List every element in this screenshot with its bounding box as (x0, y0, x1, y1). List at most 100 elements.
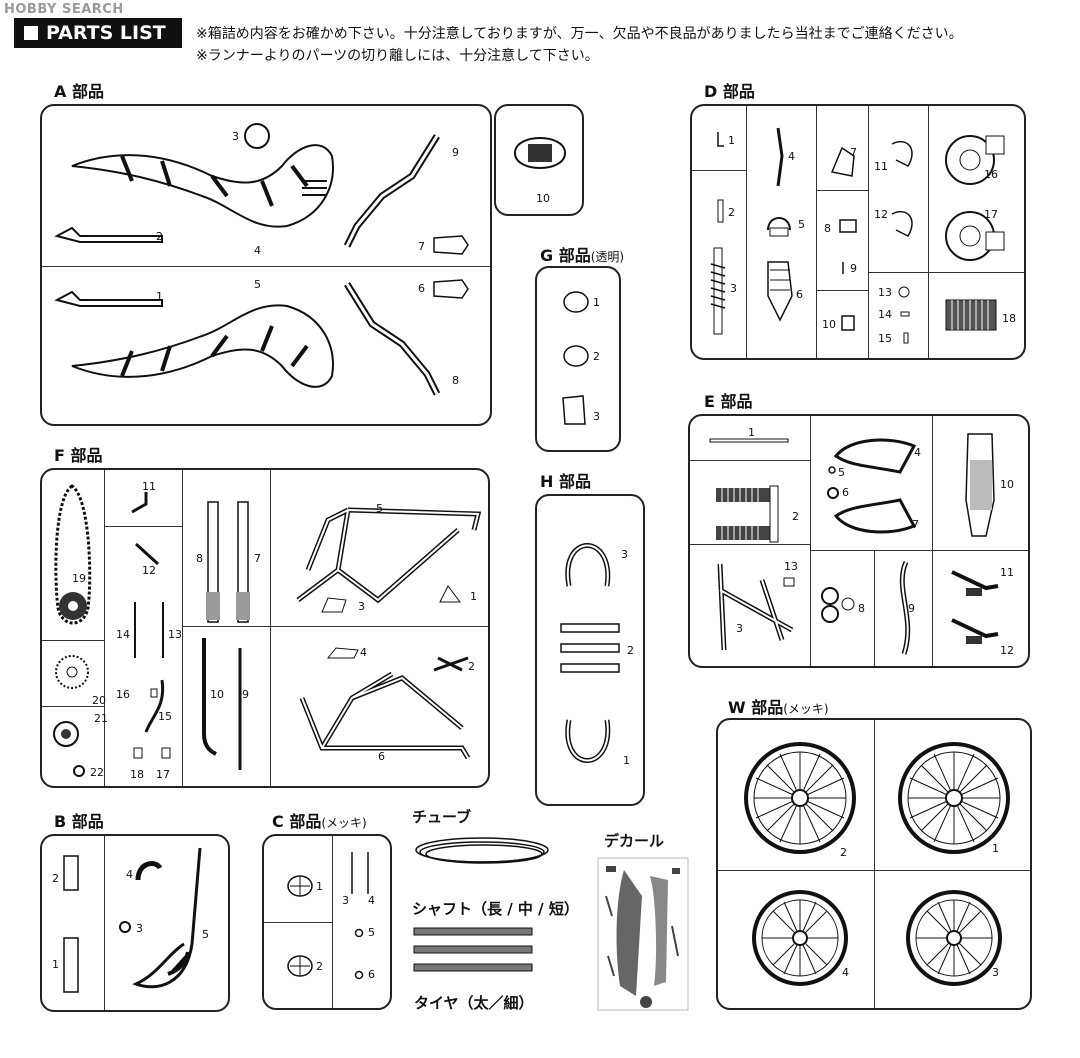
part-c1-drawing (287, 875, 313, 897)
part-d7-drawing (830, 146, 855, 177)
tube-label: チューブ (412, 808, 472, 826)
part-e3-drawing (717, 563, 794, 651)
section-c-sub: (メッキ) (321, 816, 367, 830)
part-e2-drawing (716, 485, 779, 543)
part-a9-drawing (343, 134, 440, 248)
part-e-7-num: 7 (912, 518, 919, 531)
runner-e: 1 2 3 4 5 6 7 8 9 10 11 12 13 (688, 414, 1030, 668)
part-d-8-num: 8 (824, 222, 831, 235)
section-d-label: D 部品 (704, 82, 755, 101)
part-h1-drawing (565, 719, 611, 763)
part-f13-drawing (162, 602, 164, 658)
part-e9-drawing (899, 560, 911, 655)
part-d-15-num: 15 (878, 332, 892, 345)
part-f-7-num: 7 (254, 552, 261, 565)
part-e-3-num: 3 (736, 622, 743, 635)
notice-line-1: ※箱詰め内容をお確かめ下さい。十分注意しておりますが、万一、欠品や不良品がありま… (196, 26, 963, 42)
part-f1-drawing (439, 585, 461, 603)
part-f5-frame-drawing (296, 507, 482, 604)
part-c5-drawing (354, 928, 364, 938)
part-h3-drawing (565, 543, 611, 587)
part-c6-drawing (354, 970, 364, 980)
part-d12-drawing (891, 211, 913, 237)
part-d-7-num: 7 (850, 146, 857, 159)
part-a-7-num: 7 (418, 240, 425, 253)
part-f-13-num: 13 (168, 628, 182, 641)
wheel-w-1-num: 1 (992, 842, 999, 855)
part-c-1-num: 1 (316, 880, 323, 893)
part-b2-drawing (63, 855, 79, 891)
part-f18-drawing (133, 747, 143, 759)
decal-label: デカール (604, 832, 665, 850)
runner-w: 2 1 4 3 (716, 718, 1032, 1010)
decal-sheet-drawing (597, 857, 689, 1011)
watermark: HOBBY SEARCH (4, 2, 124, 17)
square-icon (24, 26, 38, 40)
part-d13-drawing (898, 286, 910, 298)
part-f14-drawing (134, 602, 136, 658)
part-e1-drawing (709, 438, 789, 443)
part-d-4-num: 4 (788, 150, 795, 163)
runner-d: 1 2 3 4 5 6 7 8 9 10 11 12 13 14 15 16 1… (690, 104, 1026, 360)
section-g-text: G 部品 (540, 246, 591, 265)
part-f15-drawing (144, 679, 165, 733)
part-d-12-num: 12 (874, 208, 888, 221)
part-a10-drawing (513, 137, 567, 169)
part-f-16-num: 16 (116, 688, 130, 701)
section-w-sub: (メッキ) (783, 702, 829, 716)
part-f20-drawing (55, 655, 89, 689)
part-d-11-num: 11 (874, 160, 888, 173)
part-f-14-num: 14 (116, 628, 130, 641)
part-f-3-num: 3 (358, 600, 365, 613)
part-f-8-num: 8 (196, 552, 203, 565)
part-f-21-num: 21 (94, 712, 108, 725)
part-f12-drawing (134, 542, 160, 566)
part-d11-drawing (891, 141, 913, 167)
part-e-12-num: 12 (1000, 644, 1014, 657)
part-h-3-num: 3 (621, 548, 628, 561)
part-d2-drawing (717, 199, 724, 223)
part-f16-drawing (150, 688, 158, 698)
part-f-22-num: 22 (90, 766, 104, 779)
part-d-3-num: 3 (730, 282, 737, 295)
part-a-10-num: 10 (536, 192, 550, 205)
part-f17-drawing (161, 747, 171, 759)
part-d6-drawing (767, 261, 793, 322)
runner-h: 3 2 1 (535, 494, 645, 806)
part-d-6-num: 6 (796, 288, 803, 301)
part-f3-drawing (321, 597, 347, 613)
part-c2-drawing (287, 955, 313, 977)
part-f-17-num: 17 (156, 768, 170, 781)
part-e13-drawing (783, 577, 795, 587)
part-d1-drawing (717, 132, 724, 147)
part-e-9-num: 9 (908, 602, 915, 615)
part-f2-drawing (433, 656, 469, 672)
runner-g: 1 2 3 (535, 266, 621, 452)
part-b1-drawing (63, 937, 79, 993)
part-a-8-num: 8 (452, 374, 459, 387)
part-a-5-num: 5 (254, 278, 261, 291)
wheel-w-3-num: 3 (992, 966, 999, 979)
part-e4-drawing (833, 438, 917, 474)
title-text: PARTS LIST (46, 22, 166, 44)
part-d-2-num: 2 (728, 206, 735, 219)
part-b-1-num: 1 (52, 958, 59, 971)
part-e11-drawing (951, 570, 999, 596)
section-w-text: W 部品 (728, 698, 784, 717)
part-d14-drawing (900, 311, 910, 317)
section-f-label: F 部品 (54, 446, 103, 465)
part-h2-drawing (560, 623, 620, 673)
part-b-3-num: 3 (136, 922, 143, 935)
part-g-1-num: 1 (593, 296, 600, 309)
part-f7-drawing (236, 501, 250, 623)
part-e5-drawing (828, 466, 836, 474)
part-f-9-num: 9 (242, 688, 249, 701)
part-f-15-num: 15 (158, 710, 172, 723)
part-e-1-num: 1 (748, 426, 755, 439)
part-b3-drawing (119, 921, 131, 933)
part-g3-drawing (562, 395, 586, 425)
part-a-6-num: 6 (418, 282, 425, 295)
section-g-label: G 部品(透明) (540, 242, 624, 266)
shaft-drawing (413, 927, 533, 972)
runner-f: 19 20 21 22 11 12 13 14 15 16 17 18 8 7 … (40, 468, 490, 788)
